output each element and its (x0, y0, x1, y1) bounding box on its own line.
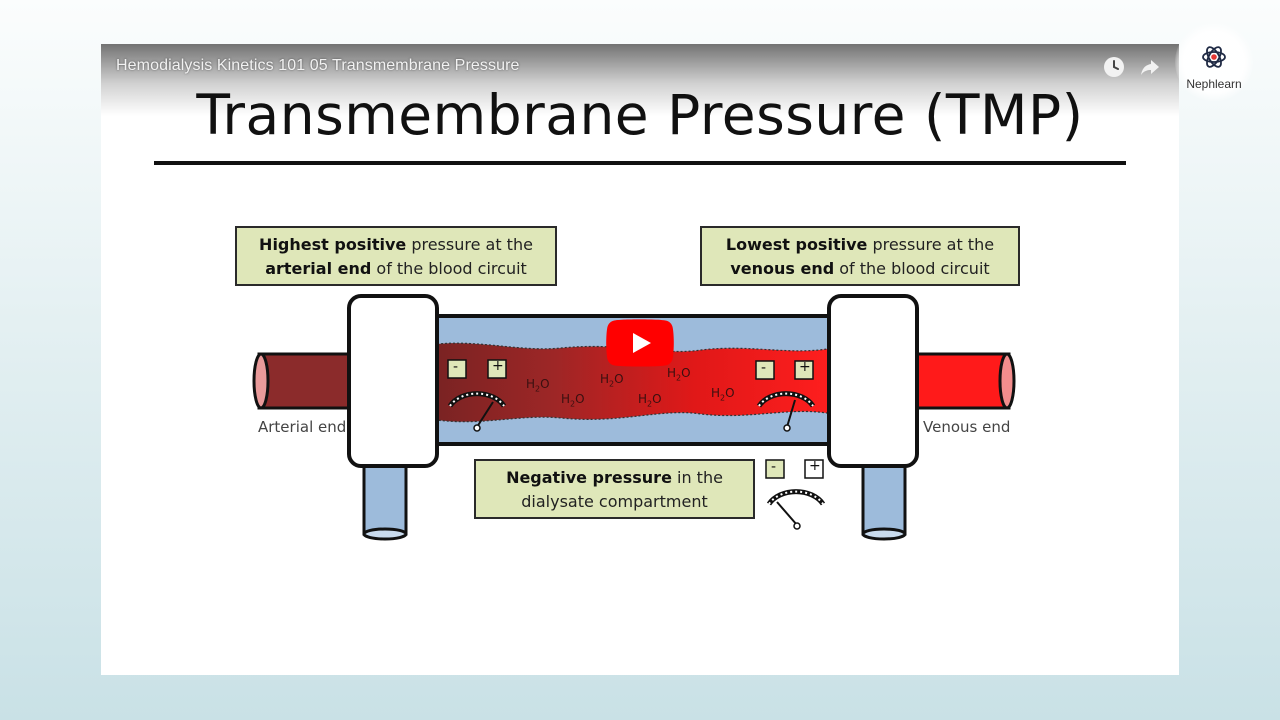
h2o-label: H2O (667, 366, 691, 383)
share-arrow-icon (1141, 60, 1159, 75)
title-divider (154, 161, 1126, 165)
play-button[interactable] (606, 319, 674, 367)
pressure-gauge-venous (755, 360, 816, 432)
gauge-arterial-plus: + (492, 358, 504, 374)
youtube-play-icon (606, 319, 674, 367)
h2o-label: H2O (600, 372, 624, 389)
pressure-gauge-dialysate (765, 459, 826, 530)
dialysate-port-left (362, 462, 408, 536)
venous-tube-opening (998, 352, 1016, 410)
venous-header-cap (827, 294, 919, 468)
share-button[interactable] (1138, 55, 1162, 79)
arterial-end-label: Arterial end (258, 418, 347, 436)
h2o-label: H2O (638, 392, 662, 409)
callout-arterial: Highest positive pressure at the arteria… (235, 226, 557, 286)
gauge-dialysate-minus: - (771, 459, 777, 475)
channel-logo[interactable]: Nephlearn (1175, 22, 1253, 102)
callout-dialysate: Negative pressure in the dialysate compa… (474, 459, 755, 519)
video-player[interactable]: - + - + - + H2O H2O H2O H2O H2O H2O Tran… (101, 44, 1179, 675)
h2o-label: H2O (526, 377, 550, 394)
arterial-header-cap (347, 294, 439, 468)
clock-icon (1104, 57, 1124, 77)
h2o-label: H2O (711, 386, 735, 403)
pressure-gauge-arterial (447, 359, 507, 432)
gauge-venous-minus: - (761, 360, 767, 376)
gauge-dialysate-plus: + (809, 458, 821, 474)
watch-later-button[interactable] (1102, 55, 1126, 79)
arterial-tube-opening (252, 352, 270, 410)
blood-path (436, 342, 834, 423)
arterial-tube (257, 352, 353, 410)
gauge-arterial-minus: - (453, 359, 459, 375)
video-title[interactable]: Hemodialysis Kinetics 101 05 Transmembra… (116, 57, 520, 74)
venous-end-label: Venous end (923, 418, 1011, 436)
logo-text: Nephlearn (1186, 77, 1242, 91)
callout-venous: Lowest positive pressure at the venous e… (700, 226, 1020, 286)
gauge-venous-plus: + (799, 359, 811, 375)
dialysate-port-right (861, 462, 907, 536)
venous-tube (913, 352, 1011, 410)
h2o-label: H2O (561, 392, 585, 409)
slide-title: Transmembrane Pressure (TMP) (196, 83, 1084, 147)
atom-logo-icon (1202, 46, 1226, 68)
